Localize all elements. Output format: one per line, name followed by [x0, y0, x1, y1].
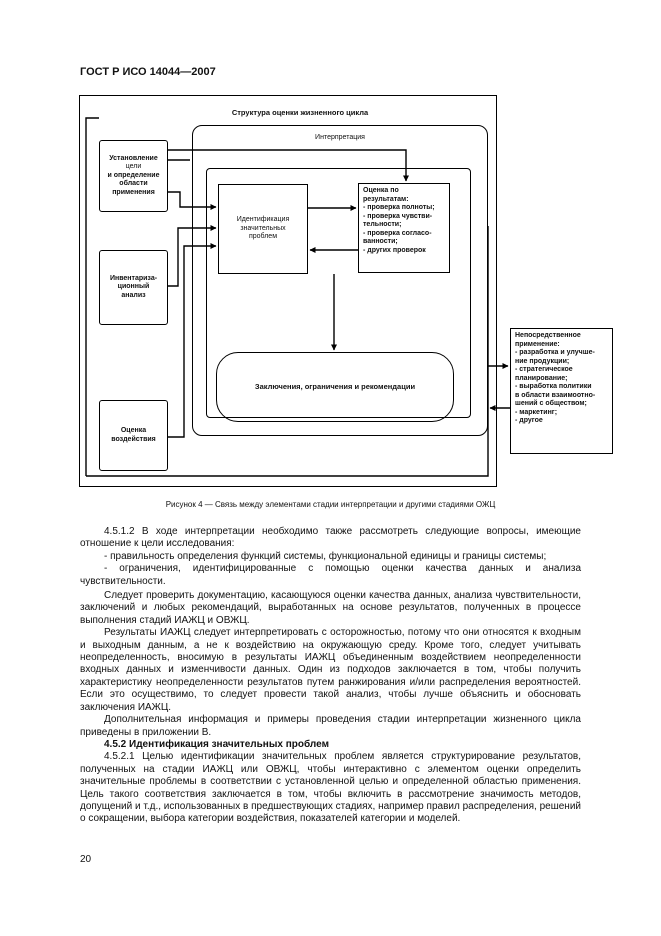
goal-line: Установление: [109, 154, 158, 162]
paragraph: 4.5.2.1 Целью идентификации значительных…: [80, 751, 581, 825]
direct-app-item: - стратегическое: [515, 366, 573, 373]
evaluation-item: ванности;: [363, 238, 398, 245]
direct-app-item: - другое: [515, 417, 543, 424]
goal-line: и определение: [107, 171, 160, 179]
identification-line: значительных: [240, 224, 286, 232]
conclusions-box: Заключения, ограничения и рекомендации: [216, 352, 454, 422]
impact-line: Оценка: [120, 427, 147, 434]
identification-box: Идентификация значительных проблем: [218, 184, 308, 274]
section-heading: 4.5.2 Идентификация значительных проблем: [104, 738, 329, 750]
direct-applications-box: Непосредственное применение: - разработк…: [510, 328, 613, 454]
inventory-box: Инвентариза- ционный анализ: [99, 250, 168, 325]
inventory-line: ционный: [117, 283, 150, 291]
evaluation-item: - других проверок: [363, 246, 426, 254]
goal-scope-box: Установление цели и определение области …: [99, 140, 168, 212]
direct-app-item: в области взаимоотно-: [515, 391, 596, 399]
body-text: 4.5.1.2 В ходе интерпретации необходимо …: [80, 526, 581, 826]
interpretation-title: Интерпретация: [315, 134, 365, 141]
evaluation-item: - проверка согласо-: [363, 229, 432, 237]
direct-app-item: ние продукции;: [515, 357, 570, 365]
bullet-item: - ограничения, идентифицированные с помо…: [80, 563, 581, 587]
impact-line: воздействия: [111, 435, 156, 443]
impact-box: Оценка воздействия: [99, 400, 168, 471]
paragraph: Результаты ИАЖЦ следует интерпретировать…: [80, 627, 581, 713]
direct-app-item: планирование;: [515, 374, 568, 382]
evaluation-item: - проверка полноты;: [363, 204, 435, 211]
direct-app-item: - маркетинг;: [515, 408, 558, 416]
paragraph: Дополнительная информация и примеры пров…: [80, 714, 581, 738]
direct-app-item: - разработка и улучше-: [515, 349, 595, 356]
bullet-item: - правильность определения функций систе…: [104, 550, 547, 562]
evaluation-title: Оценка по результатам:: [363, 187, 409, 203]
direct-app-item: шений с обществом;: [515, 400, 587, 407]
inventory-line: анализ: [121, 291, 146, 299]
evaluation-item: тельности;: [363, 221, 402, 228]
identification-line: Идентификация: [236, 216, 290, 224]
paragraph: Следует проверить документацию, касающую…: [80, 590, 581, 626]
document-header: ГОСТ Р ИСО 14044—2007: [80, 66, 216, 78]
evaluation-item: - проверка чувстви-: [363, 212, 433, 220]
diagram-title: Структура оценки жизненного цикла: [231, 108, 369, 117]
diagram-frame: [79, 95, 497, 487]
direct-app-title: Непосредственное применение:: [515, 332, 581, 348]
direct-app-item: - выработка политики: [515, 383, 592, 390]
goal-line: цели: [125, 163, 142, 171]
evaluation-box: Оценка по результатам: - проверка полнот…: [358, 183, 450, 273]
goal-line: применения: [112, 188, 155, 196]
figure-caption: Рисунок 4 — Связь между элементами стади…: [165, 500, 496, 509]
goal-line: области: [119, 180, 148, 188]
page-number: 20: [80, 854, 92, 865]
inventory-line: Инвентариза-: [109, 274, 158, 282]
paragraph: 4.5.1.2 В ходе интерпретации необходимо …: [80, 526, 581, 550]
identification-line: проблем: [248, 233, 278, 241]
